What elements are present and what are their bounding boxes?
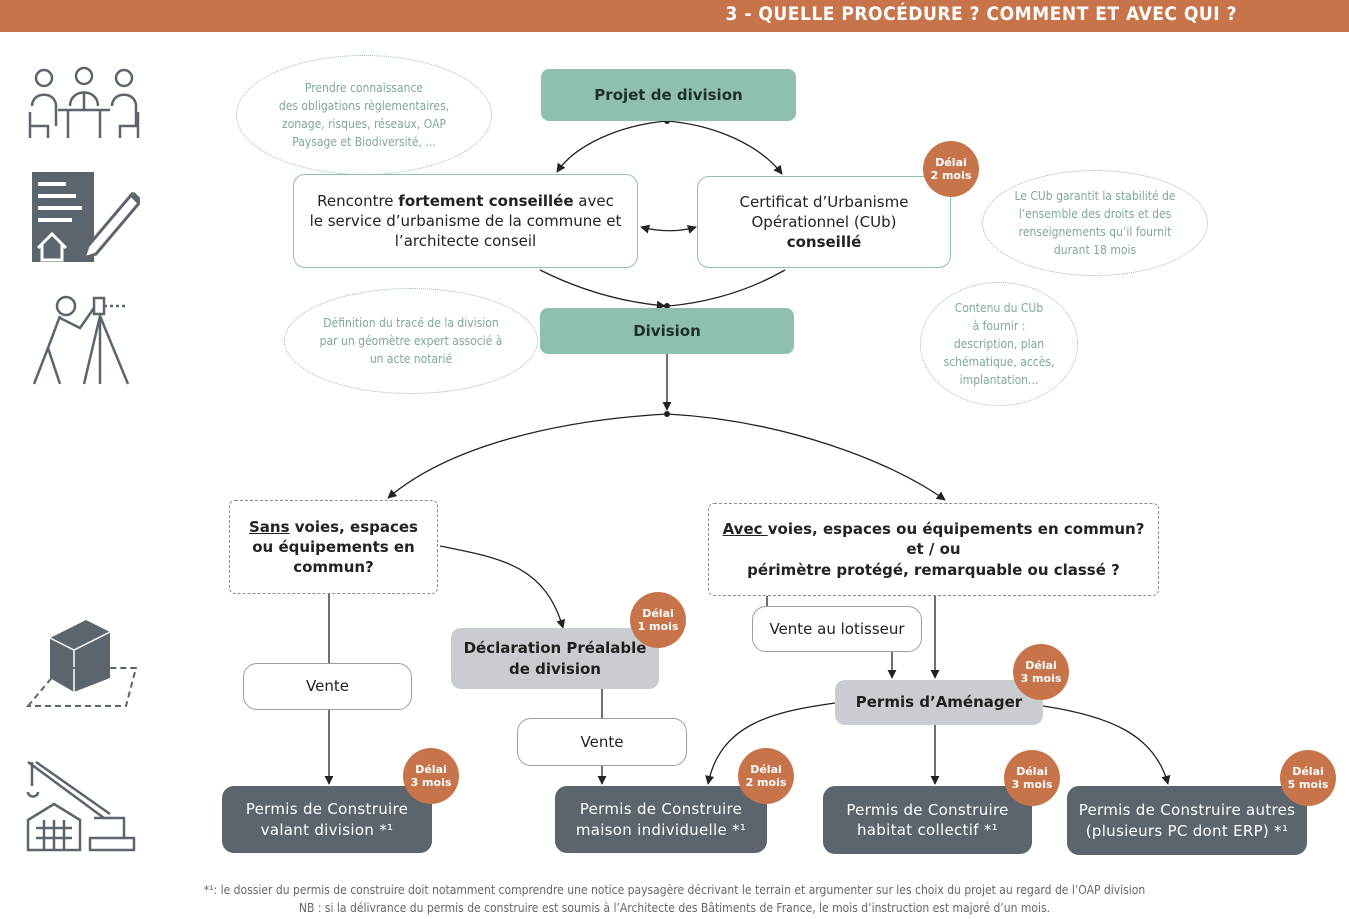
node-rencontre: Rencontre fortement conseillée avec le s… (293, 174, 638, 268)
node-permis-amenager: Permis d’Aménager (835, 680, 1043, 725)
footnote-line-2: NB : si la délivrance du permis de const… (298, 901, 1051, 915)
header-bar: 3 - QUELLE PROCÉDURE ? COMMENT ET AVEC Q… (0, 0, 1349, 32)
node-declaration-prealable: Déclaration Préalable de division (451, 628, 659, 689)
footnote-line-1: *¹: le dossier du permis de construire d… (203, 883, 1146, 897)
parcel-building-icon (26, 620, 138, 707)
node-pc-autres: Permis de Construire autres(plusieurs PC… (1067, 786, 1307, 855)
document-signature-icon (32, 172, 140, 262)
node-sans-voies: Sans voies, espaces ou équipements en co… (229, 500, 438, 594)
node-avec-voies: Avec voies, espaces ou équipements en co… (708, 503, 1159, 596)
node-division: Division (540, 308, 794, 354)
node-vente-mid: Vente (517, 718, 687, 766)
node-vente-left: Vente (243, 663, 412, 710)
page-title: 3 - QUELLE PROCÉDURE ? COMMENT ET AVEC Q… (725, 3, 1237, 25)
node-cub: Certificat d’Urbanisme Opérationnel (CUb… (697, 176, 951, 268)
meeting-icon (28, 66, 140, 138)
node-vente-lotisseur: Vente au lotisseur (752, 606, 922, 652)
construction-crane-icon (26, 760, 136, 852)
surveyor-icon (32, 295, 130, 385)
node-projet-division: Projet de division (541, 69, 796, 121)
